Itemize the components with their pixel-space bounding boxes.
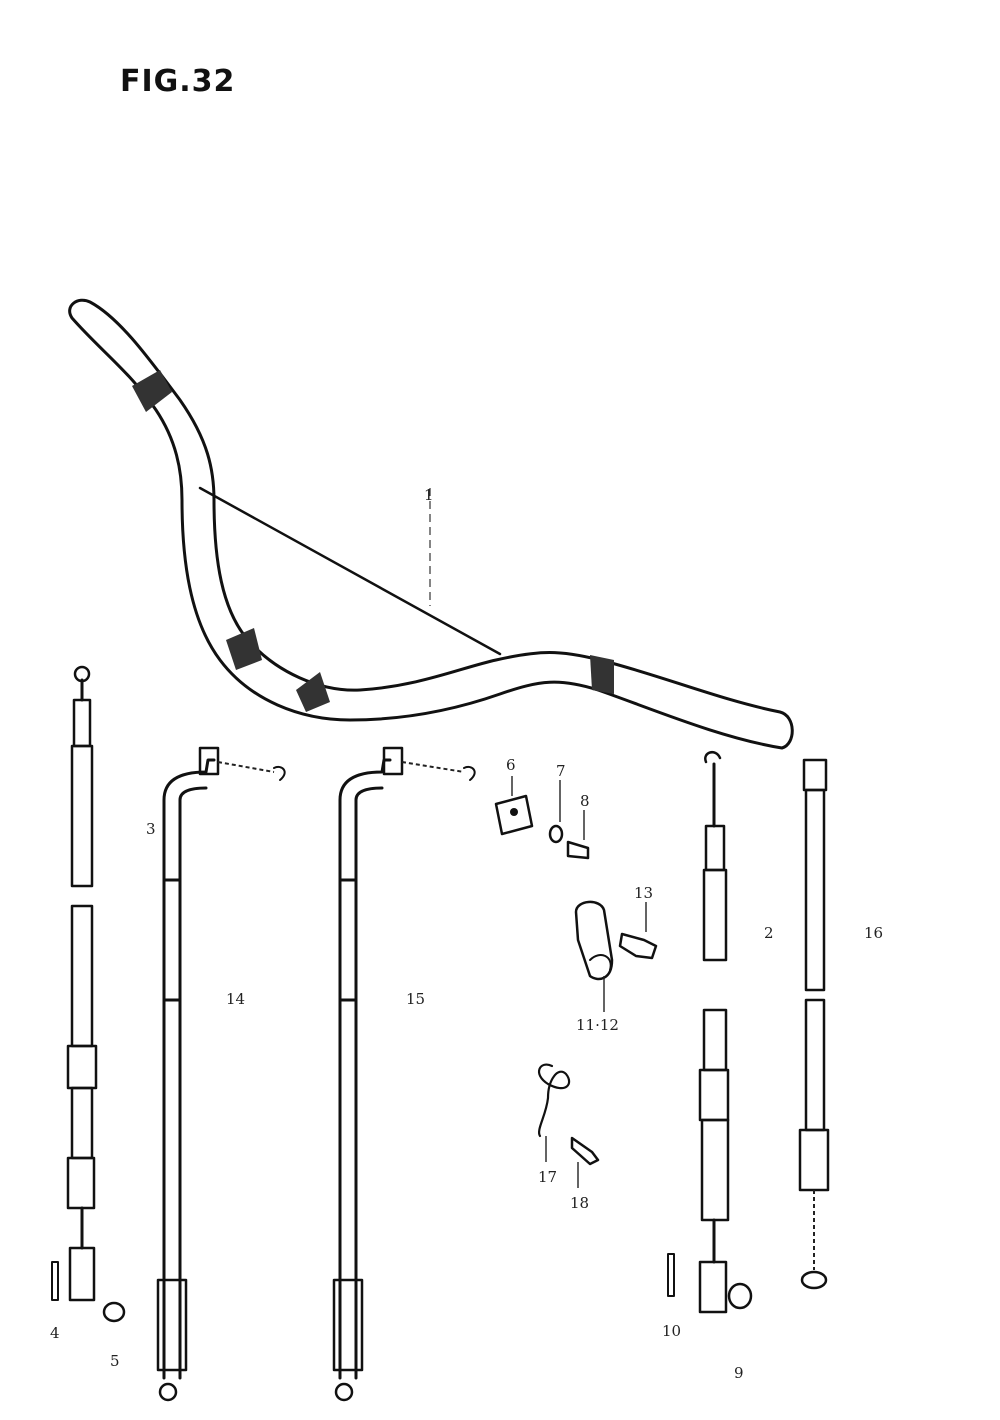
cotter-pin-10[interactable]	[667, 1253, 675, 1297]
callout-6: 6	[506, 756, 516, 774]
clutch-cable-right[interactable]	[698, 750, 730, 1314]
knurl-band-left-outer	[132, 370, 172, 412]
callout-18: 18	[570, 1194, 589, 1212]
cable-guide-11-12[interactable]	[574, 900, 614, 1012]
cotter-pin-4[interactable]	[51, 1261, 59, 1301]
callout-15: 15	[406, 990, 425, 1008]
throttle-cable-15[interactable]	[332, 746, 476, 1402]
callout-5: 5	[110, 1352, 120, 1370]
brake-cable-right[interactable]	[798, 758, 830, 1290]
bolt-18[interactable]	[570, 1136, 600, 1188]
handlebar[interactable]	[68, 298, 794, 750]
callout-14: 14	[226, 990, 245, 1008]
throttle-cable-14[interactable]	[156, 746, 286, 1402]
callout-2: 2	[764, 924, 774, 942]
knurl-band-left-inner	[226, 628, 262, 670]
washer-9[interactable]	[727, 1282, 753, 1310]
knurl-band-center	[296, 672, 330, 712]
callout-11-12: 11·12	[576, 1016, 619, 1034]
bolt-13[interactable]	[618, 902, 658, 960]
washer-5[interactable]	[102, 1301, 126, 1323]
cable-clip-17[interactable]	[537, 1063, 571, 1162]
bolt-8[interactable]	[566, 810, 590, 860]
callout-13: 13	[634, 884, 653, 902]
callout-7: 7	[556, 762, 566, 780]
callout-4: 4	[50, 1324, 60, 1342]
knurl-band-right	[590, 655, 614, 694]
callout-9: 9	[734, 1364, 744, 1382]
figure-title: FIG.32	[120, 64, 236, 99]
callout-17: 17	[538, 1168, 557, 1186]
callout-3: 3	[146, 820, 156, 838]
clutch-cable-left[interactable]	[66, 665, 98, 1302]
callout-1: 1	[424, 486, 434, 504]
callout-10: 10	[662, 1322, 681, 1340]
handlebar-crossbar	[198, 486, 502, 656]
cable-clamp-6[interactable]	[494, 776, 534, 836]
callout-16: 16	[864, 924, 883, 942]
callout-8: 8	[580, 792, 590, 810]
washer-7[interactable]	[548, 780, 564, 844]
